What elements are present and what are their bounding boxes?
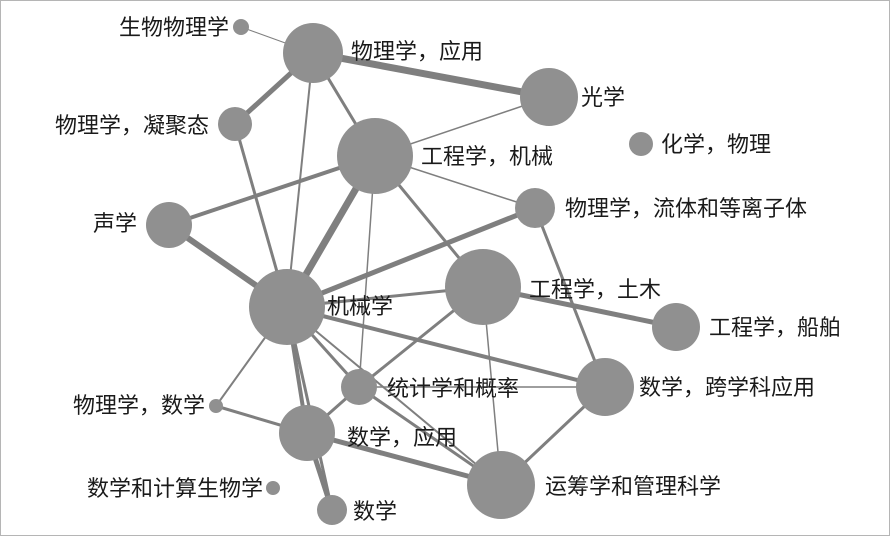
edge-fluids_plasma-interdisciplinary_math <box>533 206 607 389</box>
node-label-biophysics: 生物物理学 <box>119 16 229 41</box>
node-statistics <box>341 369 377 405</box>
node-applied_math <box>279 405 335 461</box>
node-label-civil-eng: 工程学，土木 <box>529 278 661 303</box>
node-label-operations-research: 运筹学和管理科学 <box>545 475 721 500</box>
node-label-statistics: 统计学和概率 <box>387 377 519 402</box>
node-mechanical_eng <box>337 118 413 194</box>
node-computational_biology <box>266 481 280 495</box>
node-chemistry_physical <box>629 132 653 156</box>
node-mathematics <box>317 495 347 525</box>
node-mechanics <box>249 269 325 345</box>
node-layer <box>146 19 700 525</box>
node-math_physics <box>209 399 223 413</box>
node-marine_eng <box>652 303 700 351</box>
node-label-mathematics: 数学 <box>353 500 397 525</box>
edge-mechanics-interdisciplinary_math <box>285 305 607 389</box>
node-label-marine-eng: 工程学，船舶 <box>709 316 841 341</box>
node-label-math-physics: 物理学，数学 <box>73 394 205 419</box>
node-operations_research <box>467 451 535 519</box>
node-label-applied-physics: 物理学，应用 <box>351 40 483 65</box>
node-label-mechanical-eng: 工程学，机械 <box>421 145 553 170</box>
edge-mechanics-fluids_plasma <box>284 205 538 310</box>
node-label-chemistry-physical: 化学，物理 <box>661 133 771 158</box>
node-label-condensed-matter: 物理学，凝聚态 <box>55 114 209 139</box>
node-optics <box>520 68 578 126</box>
edge-mechanics-operations_research <box>286 306 502 486</box>
node-biophysics <box>233 19 249 35</box>
node-label-applied-math: 数学，应用 <box>347 426 457 451</box>
node-interdisciplinary_math <box>576 358 634 416</box>
node-condensed_matter <box>218 107 252 141</box>
node-acoustics <box>146 202 192 248</box>
node-fluids_plasma <box>515 188 555 228</box>
node-label-computational-biology: 数学和计算生物学 <box>87 477 263 502</box>
node-civil_eng <box>445 249 521 325</box>
node-label-acoustics: 声学 <box>93 212 137 237</box>
label-layer: 生物物理学 物理学，应用 光学 物理学，凝聚态 化学，物理 工程学，机械 物理学… <box>55 16 841 525</box>
node-label-optics: 光学 <box>581 86 625 111</box>
node-label-mechanics: 机械学 <box>327 295 393 320</box>
edge-mechanical_eng-statistics <box>358 155 376 388</box>
node-applied_physics <box>283 23 343 83</box>
edge-applied_physics-optics <box>309 49 553 101</box>
node-label-interdisciplinary-math: 数学，跨学科应用 <box>639 376 815 401</box>
node-label-fluids-plasma: 物理学，流体和等离子体 <box>565 197 807 222</box>
